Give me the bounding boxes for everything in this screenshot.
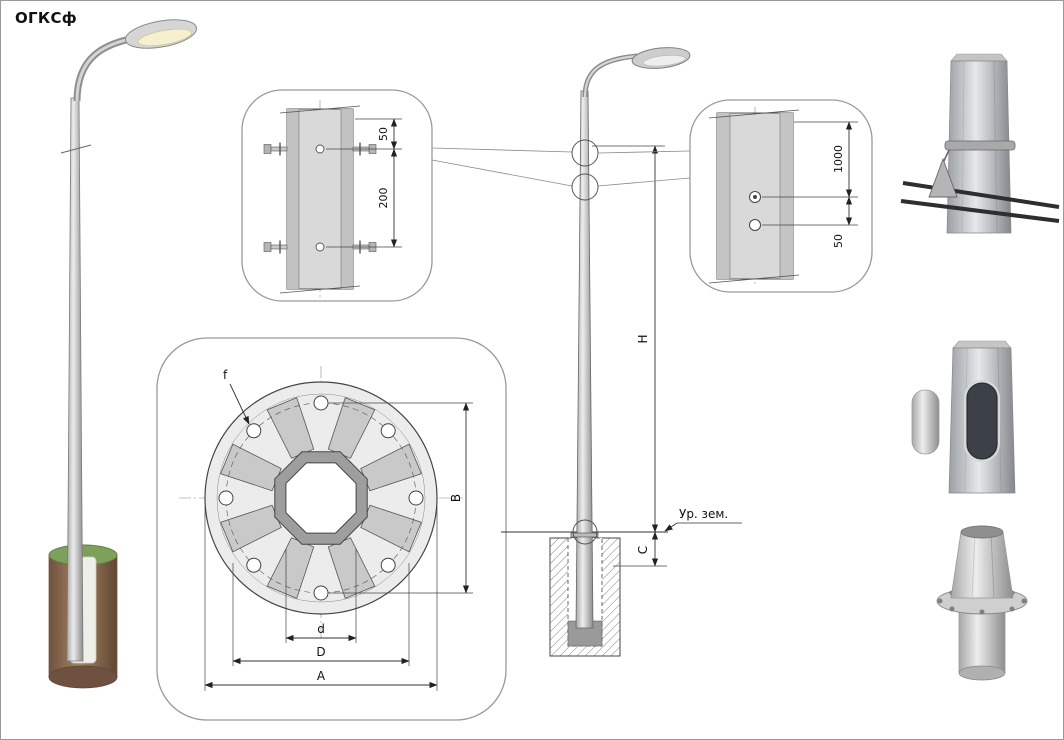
hole-dia-label: f <box>223 368 228 382</box>
hole-detail-callout: 1000 50 <box>597 99 873 293</box>
pole-shaft <box>66 97 84 662</box>
pole-elevation: H C Ур. зем. <box>501 47 742 657</box>
flange-plan-callout: f B d D A <box>156 337 507 721</box>
cable <box>900 199 1060 223</box>
clamp-band <box>944 140 1016 151</box>
drawing-title: ОГКСф <box>15 9 77 27</box>
hole-leader <box>229 383 250 425</box>
dim-d: d <box>317 622 325 636</box>
dim-H: H <box>636 334 650 343</box>
shoe-opening <box>960 525 1004 539</box>
base-joint-callout: 50 200 <box>241 89 573 302</box>
dim-D: D <box>316 645 325 659</box>
door-cover <box>911 389 940 455</box>
shoe-cone <box>950 531 1014 599</box>
detail-marker <box>572 519 598 545</box>
pole-tube-section <box>274 451 368 545</box>
dim-50: 50 <box>377 127 390 141</box>
break-mark <box>708 274 800 284</box>
dim-B: B <box>449 494 463 502</box>
dim-A: A <box>317 669 326 683</box>
dim-50-right: 50 <box>832 234 845 248</box>
callout-leader <box>597 150 691 154</box>
render-access-door <box>911 340 1016 494</box>
lamp-head <box>124 19 198 49</box>
cable <box>902 181 1060 209</box>
ground-leader <box>664 522 678 532</box>
lamp-head <box>631 47 691 69</box>
dim-200: 200 <box>377 188 390 209</box>
pole-3d-render <box>48 19 198 689</box>
door-opening <box>966 382 998 460</box>
break-mark <box>708 109 800 119</box>
render-cable-clamp <box>900 53 1060 234</box>
callout-leader <box>431 159 573 187</box>
lamp-arm <box>582 53 638 98</box>
break-mark <box>279 285 361 294</box>
bolt-hole <box>315 242 325 252</box>
dim-1000: 1000 <box>832 145 845 173</box>
break-mark <box>60 144 92 154</box>
pole-shaft <box>575 90 594 629</box>
cable-hole <box>749 219 761 231</box>
wedge-clamp <box>928 157 958 198</box>
callout-leader <box>431 147 573 153</box>
base-plate <box>570 532 599 538</box>
bolt-hole <box>315 144 325 154</box>
render-flange-shoe <box>936 525 1028 681</box>
ground-level-label: Ур. зем. <box>679 507 728 521</box>
flange-bolt-holes <box>218 395 424 601</box>
foundation-bottom <box>48 665 118 689</box>
break-mark <box>279 105 361 114</box>
dim-C: C <box>636 546 650 554</box>
detail-marker <box>571 173 599 201</box>
callout-leader <box>597 177 691 187</box>
